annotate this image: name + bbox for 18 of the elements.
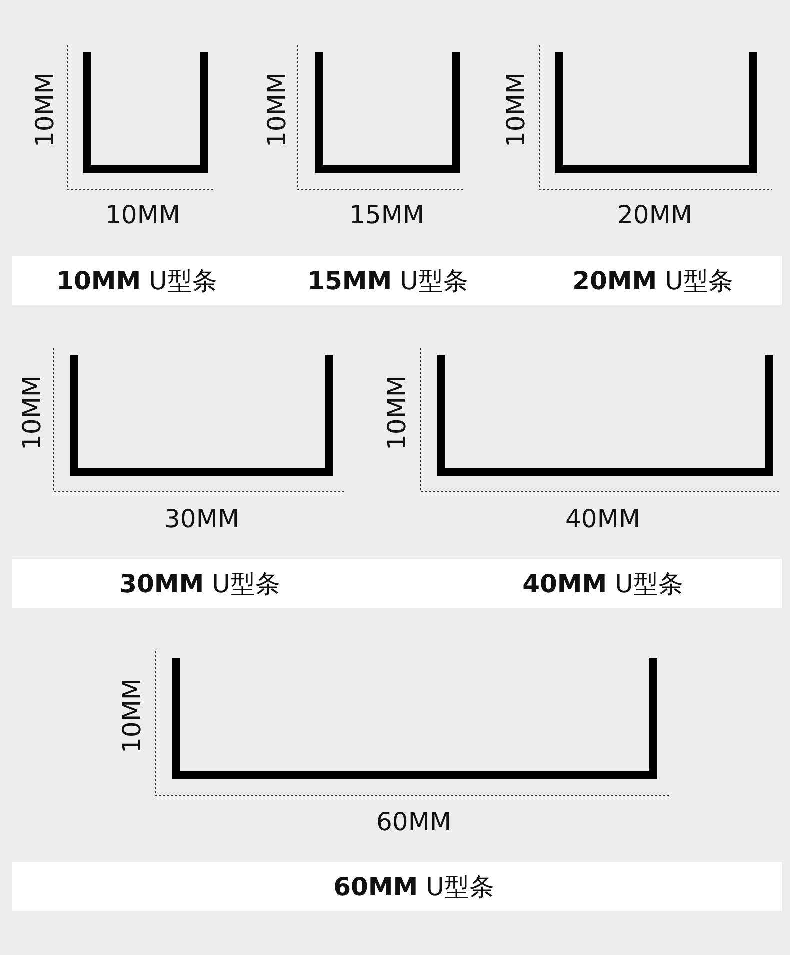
caption-text: 20MM U型条 [572,268,734,293]
height-dimension: 10MM [264,72,290,148]
width-dimension: 20MM [618,202,692,228]
height-dimension: 10MM [384,376,410,450]
caption-text: 60MM U型条 [334,874,494,899]
caption-text: 10MM U型条 [56,268,218,293]
caption-text: 30MM U型条 [120,571,280,596]
width-dimension: 60MM [376,810,452,834]
height-dimension: 10MM [120,678,144,754]
height-dimension: 10MM [20,376,44,450]
width-dimension: 40MM [566,506,640,532]
width-dimension: 10MM [106,202,180,228]
width-dimension: 15MM [350,202,424,228]
caption-text: 40MM U型条 [522,571,684,596]
height-dimension: 10MM [32,72,58,148]
width-dimension: 30MM [164,506,240,532]
caption-text: 15MM U型条 [308,268,468,293]
height-dimension: 10MM [504,72,528,148]
